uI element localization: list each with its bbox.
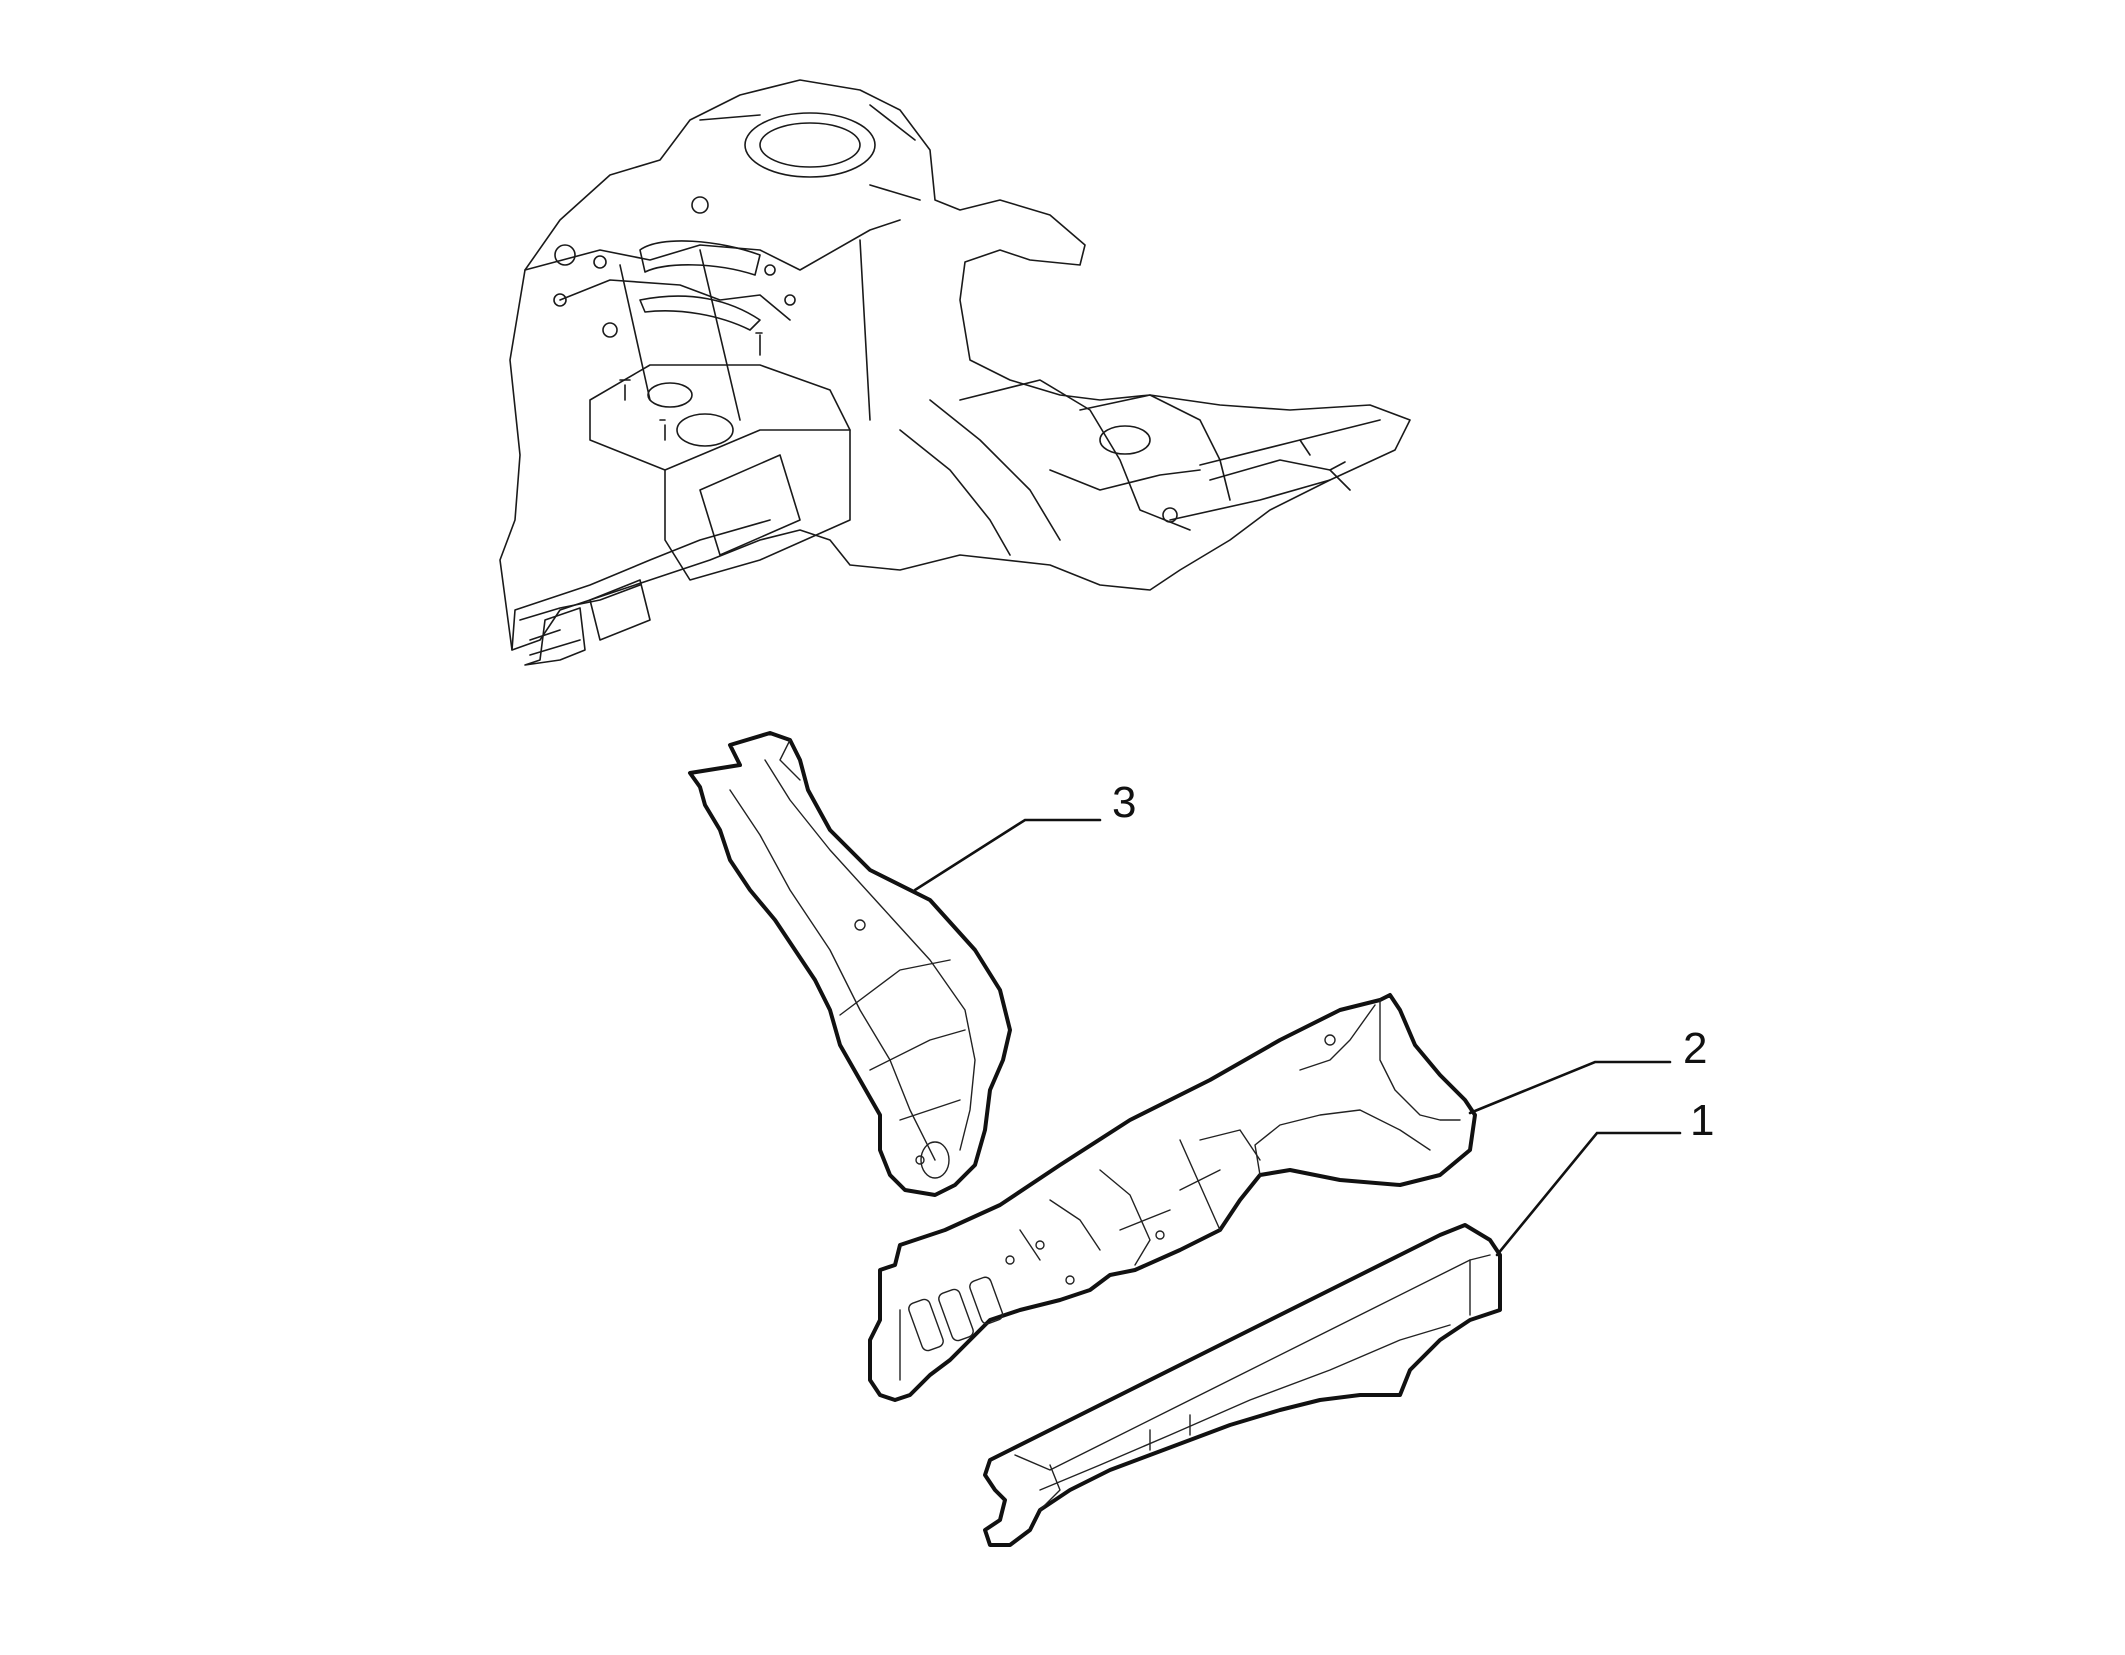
callout-2: 2 [1468,1024,1707,1115]
callout-1: 1 [1495,1096,1714,1257]
leader-line-3 [913,818,1102,892]
part-3-shape [688,731,1012,1197]
leader-line-1 [1495,1131,1682,1257]
callout-label-2: 2 [1683,1024,1707,1073]
leader-line-2 [1468,1060,1672,1115]
callout-label-3: 3 [1112,778,1136,827]
part-2-shape [868,993,1477,1402]
callout-3: 3 [913,778,1136,892]
front-body-assembly [499,79,1411,666]
part-1-shape [983,1223,1502,1547]
callout-label-1: 1 [1690,1096,1714,1145]
